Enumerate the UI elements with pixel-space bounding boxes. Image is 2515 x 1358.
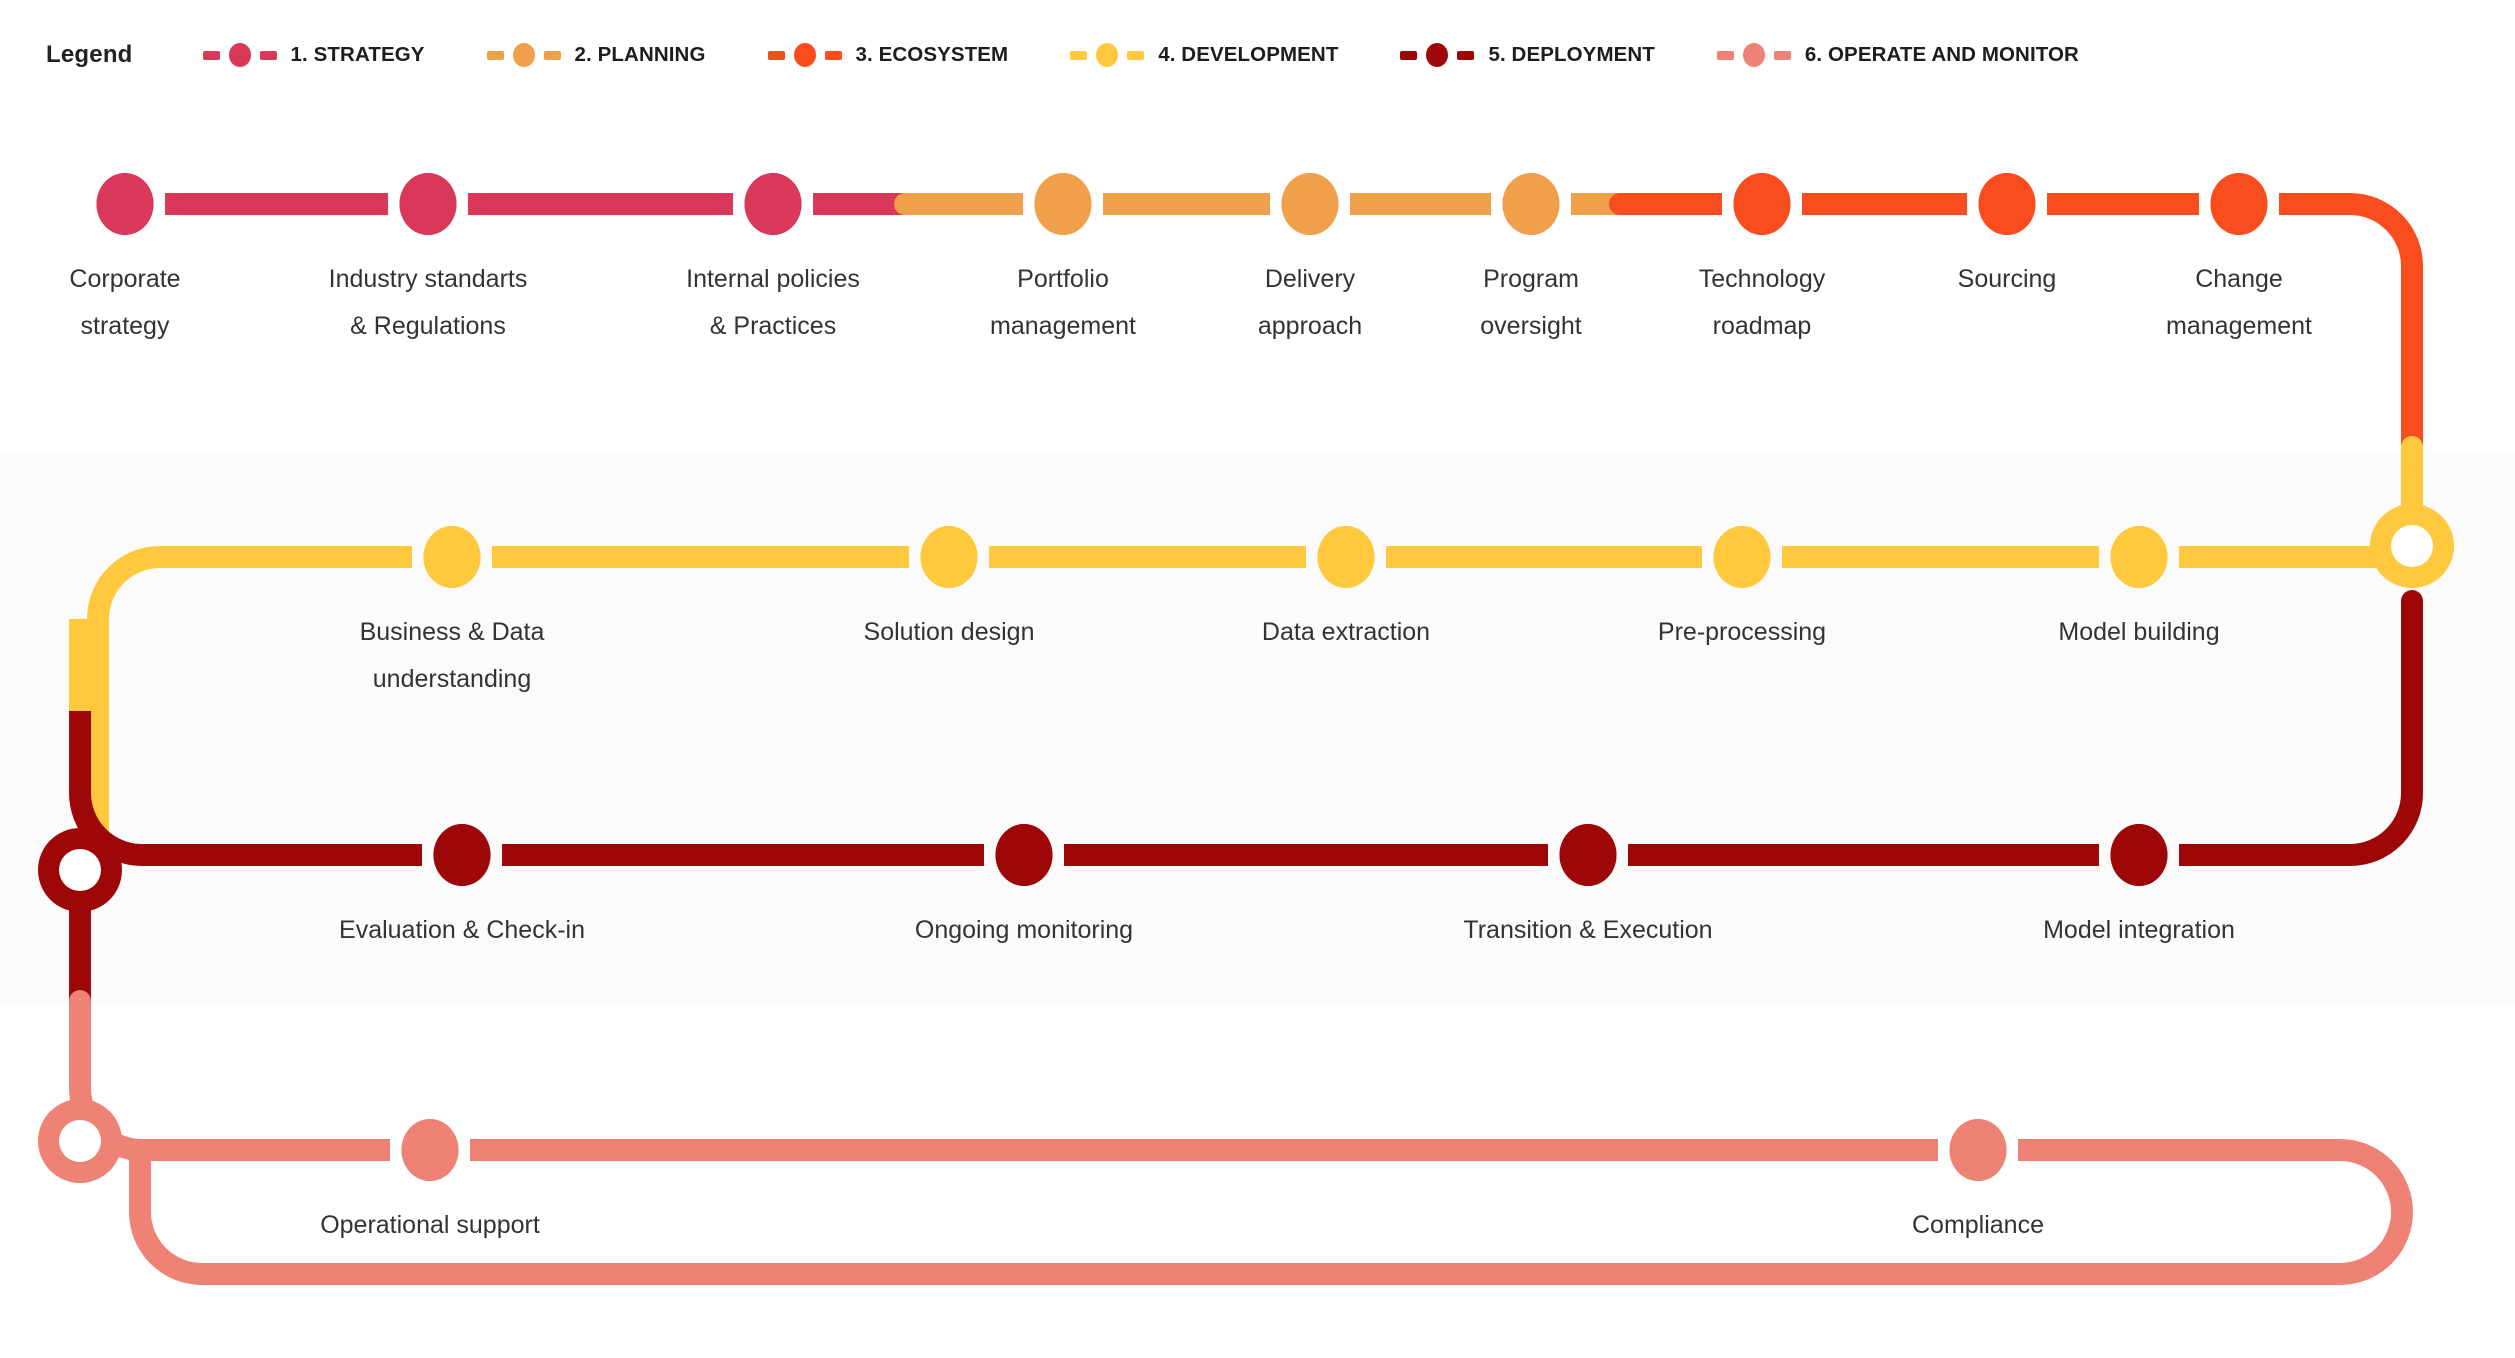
legend-title: Legend: [46, 41, 133, 68]
legend-swatch-icon: [1400, 42, 1475, 68]
interchange-deployment-core: [59, 849, 101, 891]
legend-item-deployment[interactable]: 5. DEPLOYMENT: [1400, 42, 1655, 68]
station-node-internal-policies-and-practices-top[interactable]: [744, 173, 802, 235]
station-node-solution-design-top[interactable]: [920, 526, 978, 588]
legend-label-deployment: 5. DEPLOYMENT: [1488, 43, 1655, 66]
station-node-ongoing-monitoring-top[interactable]: [995, 824, 1053, 886]
legend-label-ecosystem: 3. ECOSYSTEM: [855, 43, 1009, 66]
legend-items: 1. STRATEGY 2. PLANNING 3. ECOSYSTEM 4. …: [202, 42, 2141, 68]
station-node-evaluation-and-check-in-top[interactable]: [433, 824, 491, 886]
legend-label-development: 4. DEVELOPMENT: [1158, 43, 1339, 66]
station-node-data-extraction-top[interactable]: [1317, 526, 1375, 588]
legend-swatch-icon: [1070, 42, 1145, 68]
station-node-sourcing-top[interactable]: [1978, 173, 2036, 235]
station-node-corporate-strategy-top[interactable]: [96, 173, 154, 235]
legend-swatch-icon: [767, 42, 842, 68]
interchange-operate-core: [59, 1120, 101, 1162]
legend-swatch-icon: [486, 42, 561, 68]
line-ecosystem: [1609, 193, 2423, 464]
legend-label-planning: 2. PLANNING: [574, 43, 706, 66]
legend-swatch-icon: [202, 42, 277, 68]
station-node-change-management-top[interactable]: [2210, 173, 2268, 235]
station-node-program-oversight-top[interactable]: [1502, 173, 1560, 235]
station-node-technology-roadmap-top[interactable]: [1733, 173, 1791, 235]
interchange-development-ecosystem-core: [2391, 525, 2433, 567]
station-node-industry-standarts-and-regulations-top[interactable]: [399, 173, 457, 235]
station-node-pre-processing-top[interactable]: [1713, 526, 1771, 588]
line-deployment-main: [69, 590, 2423, 866]
station-node-operational-support-top[interactable]: [401, 1119, 459, 1181]
legend-item-strategy[interactable]: 1. STRATEGY: [202, 42, 425, 68]
station-node-delivery-approach-top[interactable]: [1281, 173, 1339, 235]
legend-label-operate-and-monitor: 6. OPERATE AND MONITOR: [1804, 43, 2079, 66]
station-node-compliance-top[interactable]: [1949, 1119, 2007, 1181]
legend-item-ecosystem[interactable]: 3. ECOSYSTEM: [767, 42, 1009, 68]
legend-swatch-icon: [1716, 42, 1791, 68]
legend-item-operate-and-monitor[interactable]: 6. OPERATE AND MONITOR: [1716, 42, 2079, 68]
station-node-model-building-top[interactable]: [2110, 526, 2168, 588]
legend-label-strategy: 1. STRATEGY: [290, 43, 425, 66]
route-lines: [69, 190, 2423, 1285]
station-node-business-and-data-understanding-top[interactable]: [423, 526, 481, 588]
legend-item-planning[interactable]: 2. PLANNING: [486, 42, 706, 68]
station-nodes: [38, 173, 2454, 1183]
station-node-portfolio-management-top[interactable]: [1034, 173, 1092, 235]
legend-item-development[interactable]: 4. DEVELOPMENT: [1070, 42, 1338, 68]
station-node-model-integration-top[interactable]: [2110, 824, 2168, 886]
legend: Legend 1. STRATEGY 2. PLANNING 3. ECOSYS…: [0, 0, 2515, 110]
line-development-main: [87, 546, 2423, 866]
station-node-transition-and-execution-top[interactable]: [1559, 824, 1617, 886]
